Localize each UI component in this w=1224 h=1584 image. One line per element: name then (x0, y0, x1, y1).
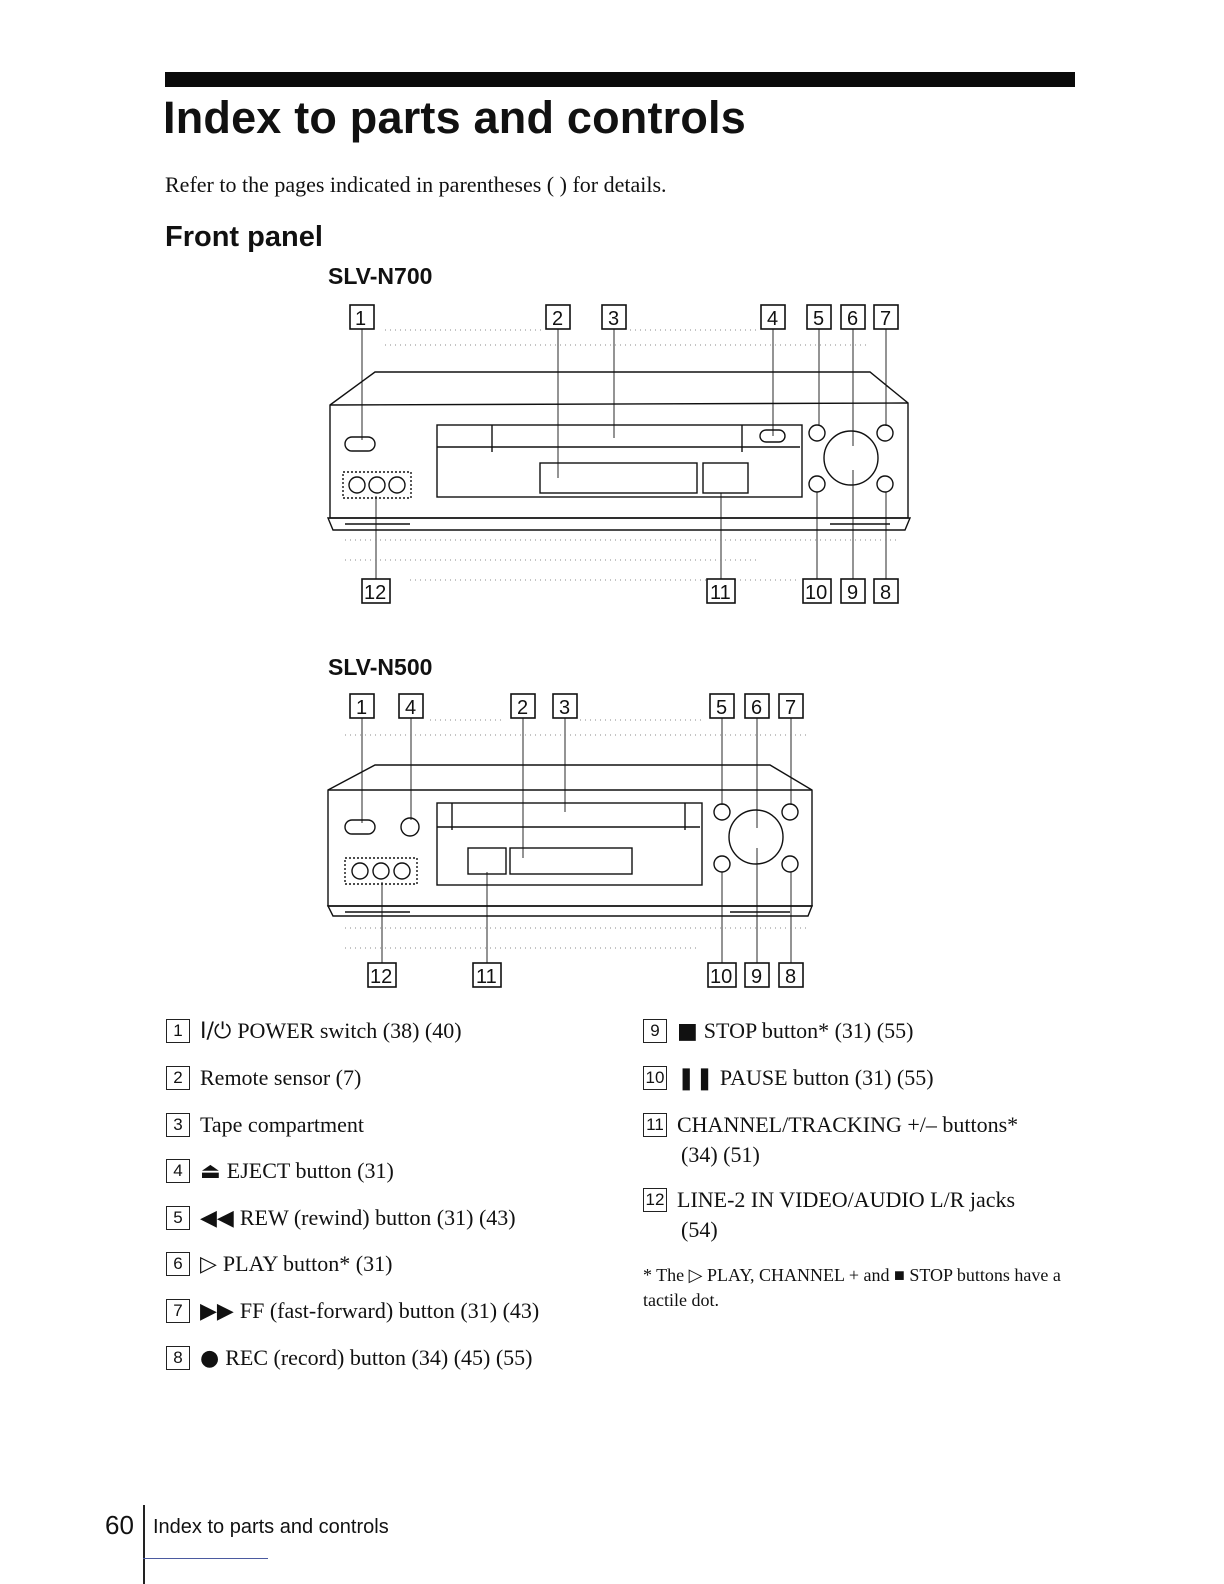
rewind-icon: ◀◀ (200, 1206, 234, 1231)
stop-icon: ■ (677, 1019, 698, 1044)
legend-number: 2 (166, 1066, 190, 1090)
callout-7: 7 (880, 308, 891, 330)
legend-number: 12 (643, 1188, 667, 1212)
legend-item-7: 7 ▶▶FF (fast-forward) button (31) (43) (166, 1296, 539, 1327)
callout-10: 10 (710, 966, 732, 988)
legend-number: 11 (643, 1113, 667, 1137)
legend-number: 6 (166, 1252, 190, 1276)
callout-8: 8 (880, 582, 891, 604)
legend-item-12: 12 LINE-2 IN VIDEO/AUDIO L/R jacks (54) (643, 1185, 1015, 1245)
legend-text: EJECT button (31) (226, 1158, 394, 1183)
vcr-diagram-n700: 1 2 3 4 5 6 7 12 11 10 9 8 (326, 304, 912, 604)
section-title: Front panel (165, 221, 323, 253)
callout-1: 1 (355, 308, 366, 330)
legend-item-8: 8 ●REC (record) button (34) (45) (55) (166, 1343, 533, 1374)
legend-text: REC (record) button (34) (45) (55) (225, 1345, 533, 1370)
legend-number: 10 (643, 1066, 667, 1090)
callout-12: 12 (364, 582, 386, 604)
legend-number: 1 (166, 1019, 190, 1043)
page-number: 60 (105, 1510, 134, 1540)
legend-item-11: 11 CHANNEL/TRACKING +/– buttons* (34) (51… (643, 1110, 1018, 1170)
legend-text: CHANNEL/TRACKING +/– buttons* (677, 1112, 1019, 1137)
callout-1: 1 (356, 697, 367, 719)
footer-divider (143, 1505, 145, 1584)
callout-8: 8 (785, 966, 796, 988)
legend-number: 4 (166, 1159, 190, 1183)
vcr-diagram-n500: 1 4 2 3 5 6 7 12 11 10 9 8 (326, 693, 814, 988)
callout-6: 6 (751, 697, 762, 719)
callout-10: 10 (805, 582, 827, 604)
model-label-n500: SLV-N500 (328, 654, 433, 680)
callout-5: 5 (813, 308, 824, 330)
legend-text: FF (fast-forward) button (31) (43) (239, 1298, 540, 1323)
top-rule (165, 72, 1075, 87)
legend-text: PAUSE button (31) (55) (719, 1065, 934, 1090)
legend-text: Remote sensor (7) (200, 1065, 362, 1090)
legend-item-3: 3 Tape compartment (166, 1110, 364, 1140)
legend-item-10: 10 ❚❚PAUSE button (31) (55) (643, 1063, 934, 1094)
legend-text: Tape compartment (200, 1112, 365, 1137)
legend-number: 8 (166, 1346, 190, 1370)
callout-11: 11 (710, 582, 731, 604)
callout-3: 3 (559, 697, 570, 719)
page-title: Index to parts and controls (163, 92, 746, 143)
legend-text: STOP button* (31) (55) (703, 1018, 914, 1043)
callouts-n500: 1 4 2 3 5 6 7 12 11 10 9 8 (349, 693, 804, 988)
legend-number: 9 (643, 1019, 667, 1043)
play-icon: ▷ (200, 1252, 217, 1277)
legend-text-continued: (54) (681, 1217, 718, 1242)
power-icon: I/⏻ (200, 1019, 232, 1044)
legend-number: 7 (166, 1299, 190, 1323)
callout-2: 2 (517, 697, 528, 719)
callout-3: 3 (608, 308, 619, 330)
callout-12: 12 (370, 966, 392, 988)
fast-forward-icon: ▶▶ (200, 1299, 234, 1324)
callout-6: 6 (847, 308, 858, 330)
legend-text: PLAY button* (31) (222, 1251, 393, 1276)
legend-item-9: 9 ■STOP button* (31) (55) (643, 1016, 913, 1047)
legend-item-4: 4 ⏏EJECT button (31) (166, 1156, 394, 1187)
legend-text: REW (rewind) button (31) (43) (239, 1205, 516, 1230)
legend-number: 3 (166, 1113, 190, 1137)
footnote: * The ▷ PLAY, CHANNEL + and ■ STOP butto… (643, 1265, 1061, 1310)
callout-2: 2 (552, 308, 563, 330)
callout-4: 4 (767, 308, 778, 330)
running-title: Index to parts and controls (153, 1516, 389, 1538)
callouts-n700: 1 2 3 4 5 6 7 12 11 10 9 8 (349, 304, 899, 604)
legend-item-1: 1 I/⏻POWER switch (38) (40) (166, 1016, 462, 1047)
legend-item-5: 5 ◀◀REW (rewind) button (31) (43) (166, 1203, 516, 1234)
model-label-n700: SLV-N700 (328, 263, 433, 289)
callout-5: 5 (716, 697, 727, 719)
legend-text: LINE-2 IN VIDEO/AUDIO L/R jacks (677, 1187, 1016, 1212)
legend-text-continued: (34) (51) (681, 1142, 760, 1167)
legend-item-6: 6 ▷PLAY button* (31) (166, 1249, 392, 1280)
callout-9: 9 (751, 966, 762, 988)
pause-icon: ❚❚ (677, 1066, 714, 1091)
callout-4: 4 (405, 697, 416, 719)
callout-9: 9 (847, 582, 858, 604)
callout-11: 11 (476, 966, 497, 988)
legend-number: 5 (166, 1206, 190, 1230)
callout-7: 7 (785, 697, 796, 719)
intro-text: Refer to the pages indicated in parenthe… (165, 172, 667, 197)
footer-underline (143, 1558, 268, 1559)
eject-icon: ⏏ (200, 1159, 221, 1184)
record-icon: ● (200, 1346, 220, 1371)
legend-item-2: 2 Remote sensor (7) (166, 1063, 361, 1093)
legend-text: POWER switch (38) (40) (237, 1018, 462, 1043)
